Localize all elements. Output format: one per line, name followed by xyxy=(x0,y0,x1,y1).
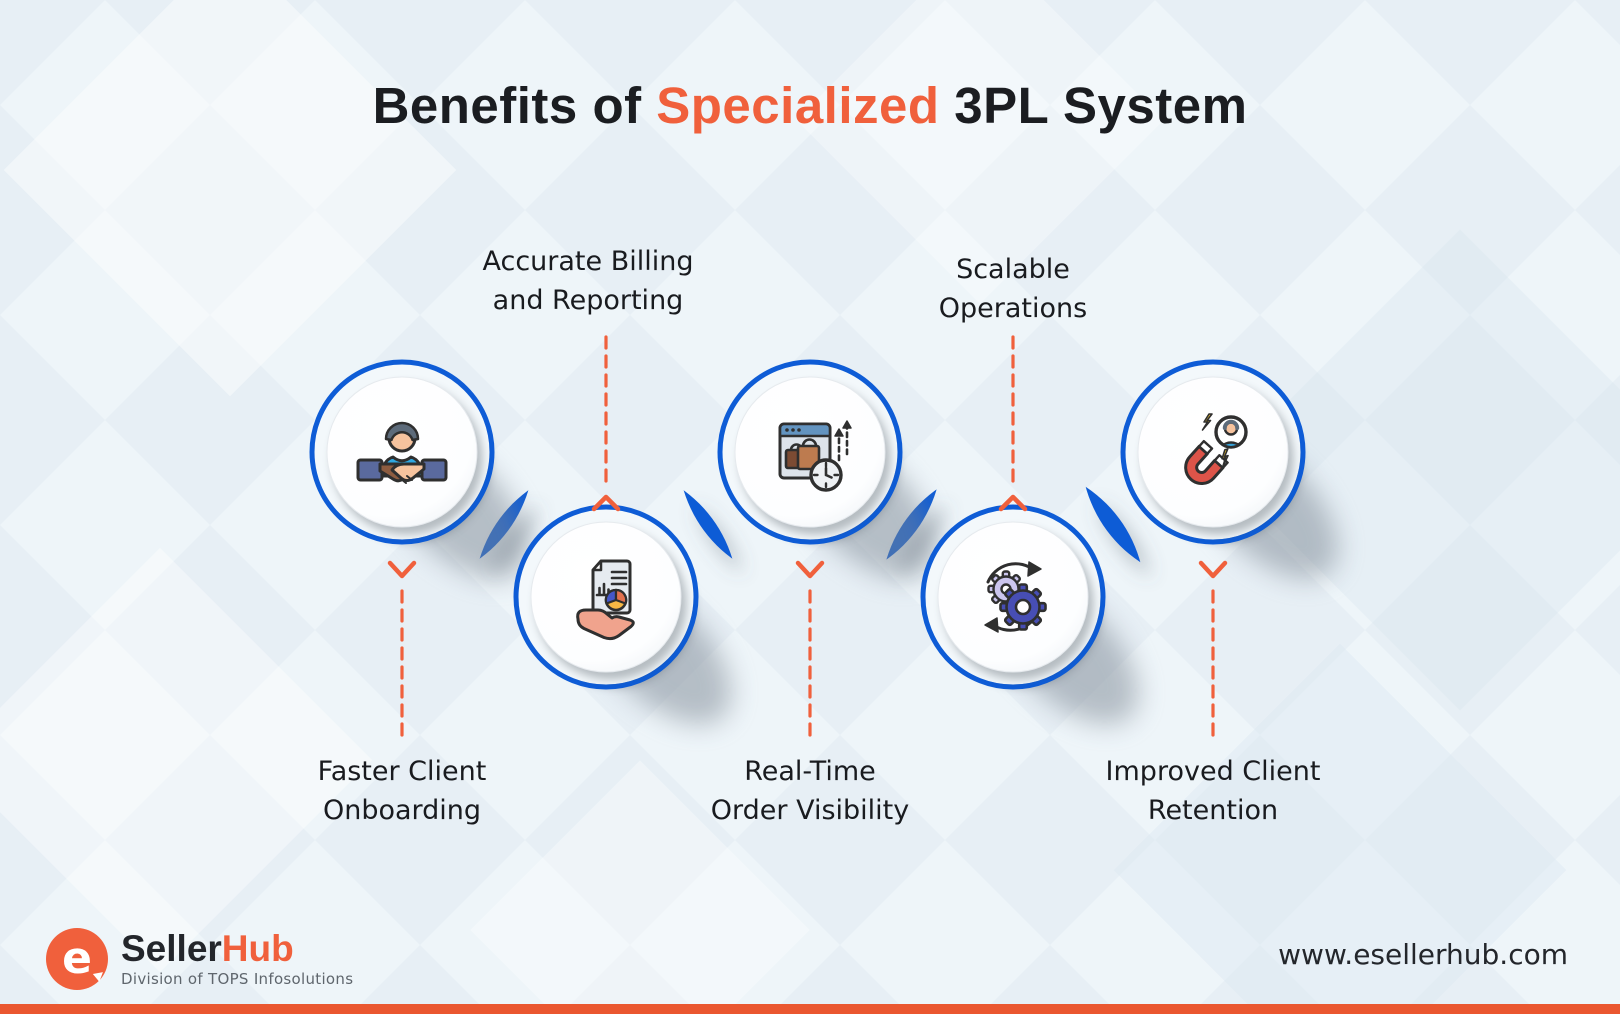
logo-mark-letter: e xyxy=(62,933,92,984)
benefit-node-4 xyxy=(920,504,1106,690)
benefit-node-1 xyxy=(309,359,495,545)
esellerhub-logo: e SellerHub Division of TOPS Infosolutio… xyxy=(46,928,353,990)
pointer-down-1 xyxy=(387,560,417,744)
benefit-label-faster-client-onboarding: Faster Client Onboarding xyxy=(317,756,487,826)
benefit-label-scalable-operations: Scalable Operations xyxy=(938,254,1088,324)
website-url: www.esellerhub.com xyxy=(1278,938,1568,971)
pointer-up-4 xyxy=(998,335,1028,512)
benefit-label-improved-client-retention: Improved Client Retention xyxy=(1105,756,1321,826)
pointer-up-2 xyxy=(591,335,621,512)
billing-report-icon xyxy=(576,559,635,641)
logo-brand-seller: Seller xyxy=(121,928,222,969)
order-tracking-icon xyxy=(778,420,852,492)
logo-brand: SellerHub xyxy=(121,930,353,968)
pointer-down-5 xyxy=(1198,560,1228,744)
logo-brand-hub: Hub xyxy=(221,928,294,969)
logo-tagline: Division of TOPS Infosolutions xyxy=(121,970,354,988)
title-suffix: 3PL System xyxy=(939,77,1248,134)
title-prefix: Benefits of xyxy=(372,77,657,134)
title-highlight: Specialized xyxy=(656,77,940,134)
handshake-icon xyxy=(356,421,448,484)
pointer-down-3 xyxy=(795,560,825,744)
esellerhub-logo-mark-icon: e xyxy=(46,928,108,990)
bottom-accent-bar xyxy=(0,1004,1620,1014)
logo-text: SellerHub Division of TOPS Infosolutions xyxy=(121,930,354,989)
magnet-client-icon xyxy=(1184,413,1248,485)
benefit-node-5 xyxy=(1120,359,1306,545)
benefit-label-real-time-order-visibility: Real-Time Order Visibility xyxy=(710,756,910,826)
label-pointers xyxy=(387,335,1228,744)
benefit-node-3 xyxy=(717,359,903,545)
gears-sync-icon xyxy=(984,561,1047,633)
benefit-node-2 xyxy=(513,504,699,690)
benefit-label-accurate-billing-reporting: Accurate Billing and Reporting xyxy=(482,246,694,316)
page-title: Benefits of Specialized 3PL System xyxy=(0,76,1620,135)
